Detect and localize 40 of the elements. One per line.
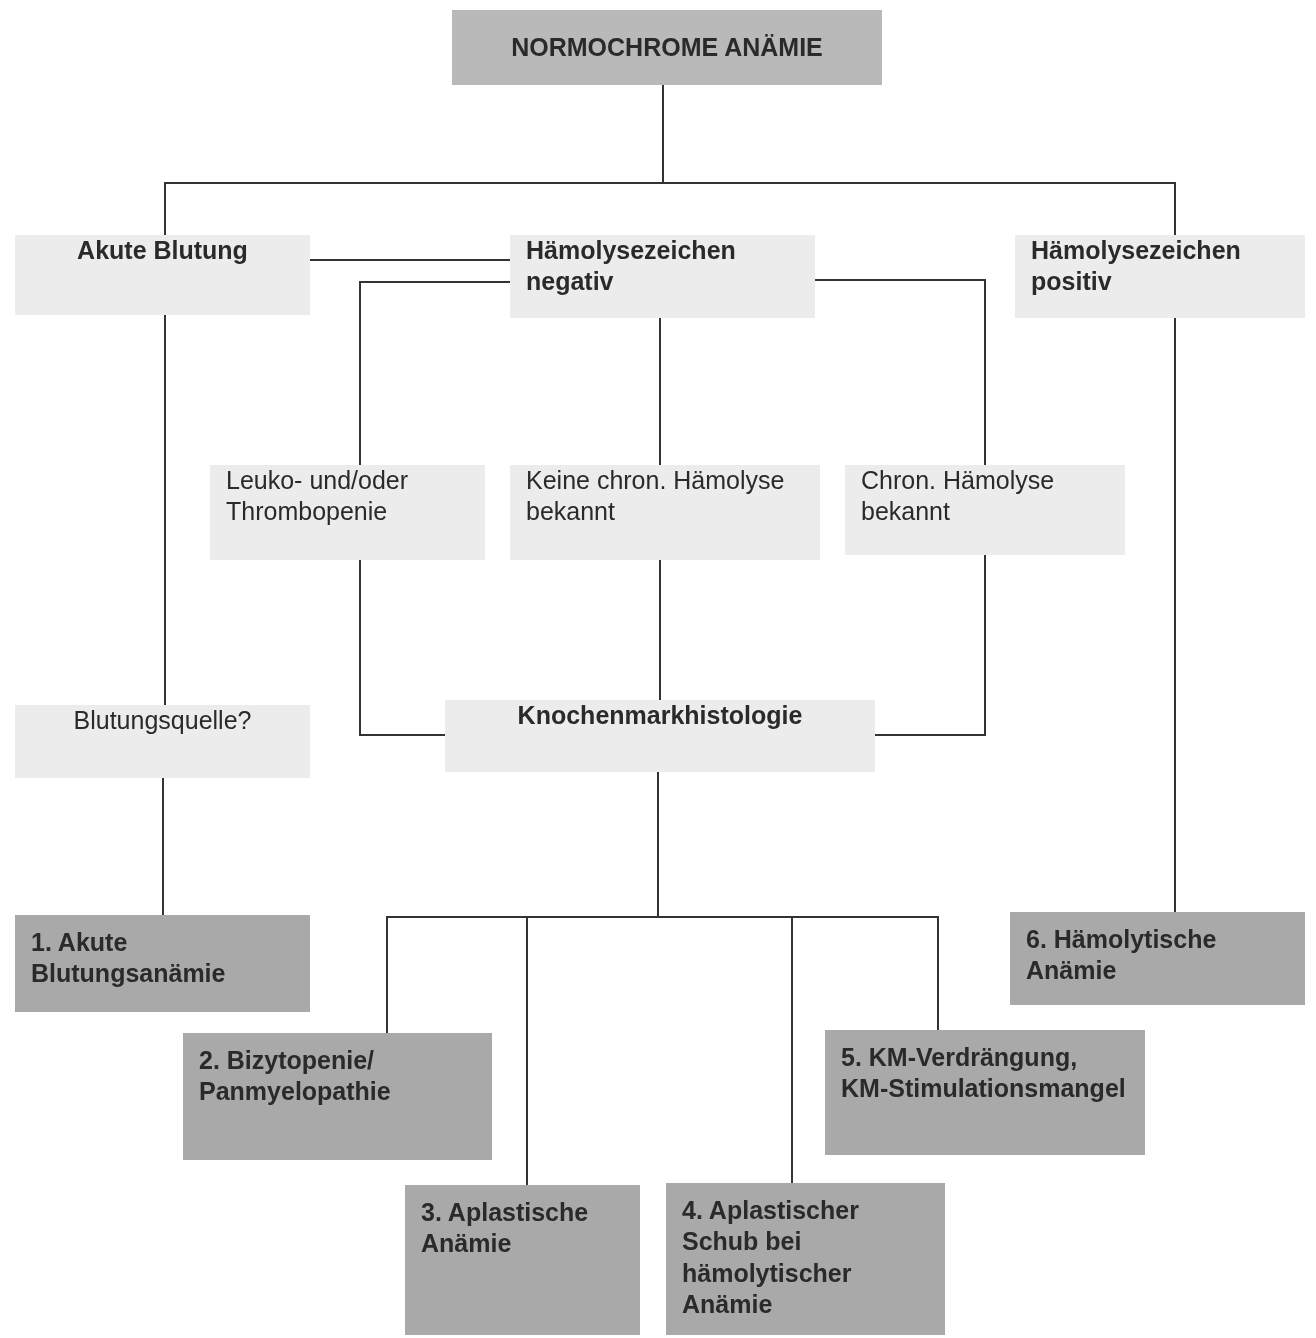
node-label: Hämolysezeichen positiv (1031, 235, 1242, 298)
title-box (452, 10, 882, 85)
decision-box (1015, 235, 1305, 318)
node-label: NORMOCHROME ANÄMIE (511, 31, 823, 63)
node-label: Keine chron. Hämolyse bekannt (526, 465, 786, 528)
connector-line (164, 314, 166, 706)
condition-box (845, 465, 1125, 555)
diagnosis-box (183, 1033, 492, 1160)
connector-line (309, 259, 511, 261)
condition-box (510, 465, 820, 560)
diagnosis-box (15, 915, 310, 1012)
diagnosis-box (405, 1185, 640, 1335)
node-label: 3. Aplastische Anämie (421, 1197, 590, 1260)
connector-line (814, 279, 986, 466)
connector-line (359, 281, 511, 466)
node-label: Knochenmarkhistologie (517, 700, 803, 731)
diagnosis-box (825, 1030, 1145, 1155)
node-label: Hämolysezeichen negativ (526, 235, 737, 298)
connector-line (874, 554, 986, 736)
decision-box (510, 235, 815, 318)
node-label: Leuko- und/oder Thrombopenie (226, 465, 410, 528)
node-label: Chron. Hämolyse bekannt (861, 465, 1056, 528)
question-box (15, 705, 310, 778)
condition-box (210, 465, 485, 560)
node-label: 6. Hämolytische Anämie (1026, 924, 1218, 987)
node-label: Blutungsquelle? (73, 705, 252, 736)
connector-line (359, 559, 446, 736)
node-label: 4. Aplastischer Schub bei hämolytischer Anämie (682, 1195, 860, 1320)
node-label: 1. Akute Blutungsanämie (31, 927, 227, 990)
node-label: Akute Blutung (77, 235, 248, 266)
connector-line (659, 317, 661, 466)
node-label: 5. KM-Verdrängung, KM-Stimulationsmangel (841, 1042, 1127, 1105)
diagnosis-box (1010, 912, 1305, 1005)
connector-line (1174, 317, 1176, 913)
node-label: 2. Bizytopenie/ Panmyelopathie (199, 1045, 392, 1108)
decision-box (15, 235, 310, 315)
diagnosis-box (666, 1183, 945, 1335)
process-box (445, 700, 875, 772)
connector-line (162, 777, 164, 916)
connector-line (659, 559, 661, 701)
